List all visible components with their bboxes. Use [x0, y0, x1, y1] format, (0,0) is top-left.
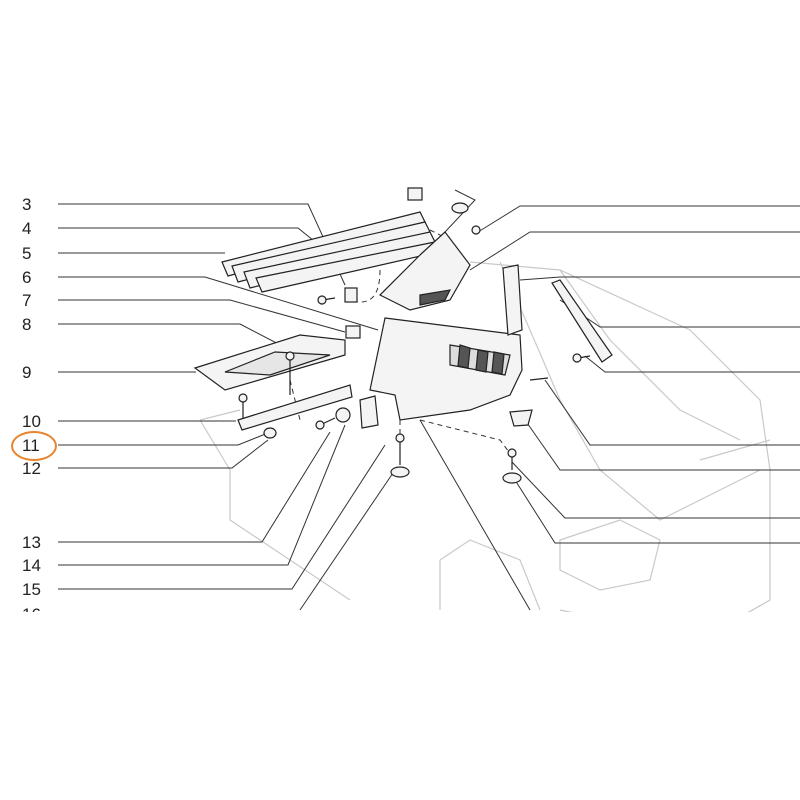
callout-9[interactable]: 9	[22, 363, 32, 382]
callout-11[interactable]: 11	[22, 436, 40, 455]
callout-4[interactable]: 4	[22, 219, 32, 238]
callout-15[interactable]: 15	[22, 580, 41, 599]
callout-8[interactable]: 8	[22, 315, 32, 334]
callout-6[interactable]: 6	[22, 268, 32, 287]
callout-5[interactable]: 5	[22, 244, 32, 263]
car-outline	[199, 261, 771, 641]
highlight-circle	[11, 431, 57, 461]
cropped-area: 16	[0, 603, 800, 612]
leader-lines	[58, 189, 800, 611]
callout-12[interactable]: 12	[22, 459, 41, 478]
blank-bottom	[0, 612, 800, 800]
parts	[193, 187, 613, 484]
callout-10[interactable]: 10	[22, 412, 41, 431]
callout-7[interactable]: 7	[22, 291, 32, 310]
callout-3[interactable]: 3	[22, 195, 32, 214]
callout-13[interactable]: 13	[22, 533, 41, 552]
callout-14[interactable]: 14	[22, 556, 41, 575]
callout-16[interactable]: 16	[22, 606, 52, 612]
